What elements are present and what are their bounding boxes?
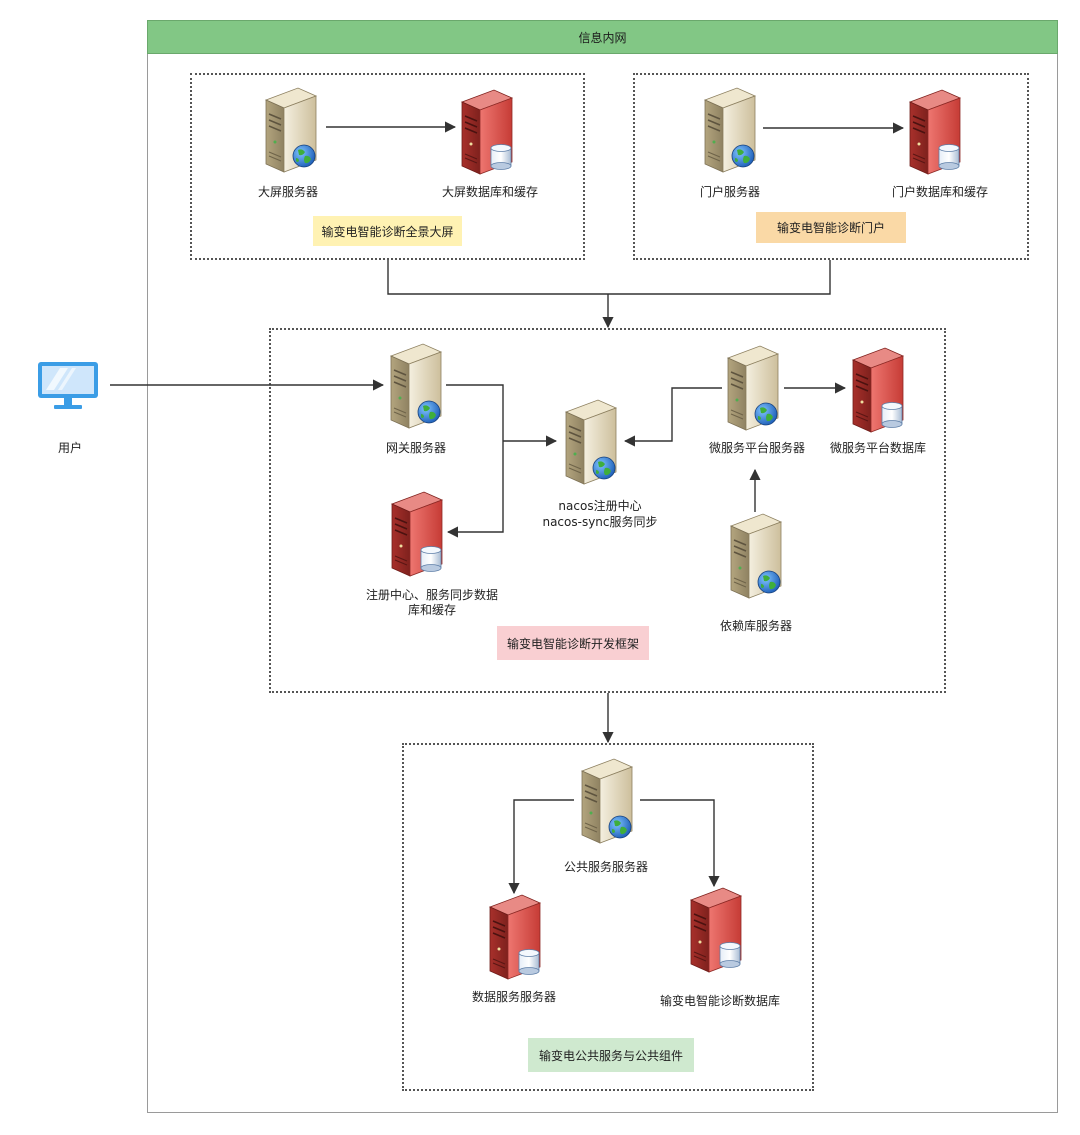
framework-tag-text: 输变电智能诊断开发框架: [506, 636, 639, 651]
intranet-title: 信息内网: [578, 30, 627, 45]
registry-db-label-line1: 注册中心、服务同步数据: [365, 588, 498, 602]
arrow-public-to-diag-db: [640, 799, 720, 888]
nacos-label-line1: nacos注册中心: [558, 499, 642, 513]
group-bigscreen: [190, 73, 585, 260]
gateway-label: 网关服务器: [385, 441, 446, 455]
database-server-icon: [852, 347, 904, 433]
server-icon: [704, 87, 756, 173]
arrow-public-to-data-server: [508, 799, 574, 895]
group-public: [402, 743, 814, 1091]
data-server-label: 数据服务服务器: [471, 990, 556, 1004]
line-top-groups-merge: [387, 260, 831, 295]
server-icon: [265, 87, 317, 173]
server-icon: [727, 345, 779, 431]
database-server-icon: [391, 491, 443, 577]
bigscreen-server-label: 大屏服务器: [257, 185, 318, 199]
public-tag: 输变电公共服务与公共组件: [528, 1038, 694, 1072]
microservice-db-label: 微服务平台数据库: [829, 441, 926, 455]
framework-tag: 输变电智能诊断开发框架: [497, 626, 649, 660]
registry-db-label-line2: 库和缓存: [407, 603, 456, 617]
nacos-label-line2: nacos-sync服务同步: [542, 515, 658, 529]
intranet-header: 信息内网: [147, 20, 1058, 54]
portal-tag-text: 输变电智能诊断门户: [776, 221, 885, 235]
server-icon: [565, 399, 617, 485]
portal-tag: 输变电智能诊断门户: [756, 212, 906, 243]
portal-db-label: 门户数据库和缓存: [891, 185, 988, 199]
server-icon: [581, 758, 633, 844]
user-label: 用户: [57, 441, 82, 455]
database-server-icon: [909, 89, 961, 175]
database-server-icon: [690, 887, 742, 973]
database-server-icon: [461, 89, 513, 175]
bigscreen-tag: 输变电智能诊断全景大屏: [313, 216, 462, 246]
server-icon: [730, 513, 782, 599]
group-framework: [269, 328, 946, 693]
public-server-label: 公共服务服务器: [563, 860, 648, 874]
portal-server-label: 门户服务器: [699, 185, 760, 199]
public-tag-text: 输变电公共服务与公共组件: [538, 1048, 683, 1063]
arrow-microservice-to-nacos: [623, 387, 722, 447]
bigscreen-db-label: 大屏数据库和缓存: [441, 185, 538, 199]
arrow-gateway-to-registry-db: [446, 384, 504, 538]
user-monitor-icon: [38, 362, 98, 409]
diag-db-label: 输变电智能诊断数据库: [659, 994, 780, 1008]
database-server-icon: [489, 894, 541, 980]
dependency-label: 依赖库服务器: [719, 619, 792, 633]
bigscreen-tag-text: 输变电智能诊断全景大屏: [321, 224, 454, 239]
server-icon: [390, 343, 442, 429]
microservice-label: 微服务平台服务器: [708, 441, 805, 455]
group-portal: [633, 73, 1029, 260]
